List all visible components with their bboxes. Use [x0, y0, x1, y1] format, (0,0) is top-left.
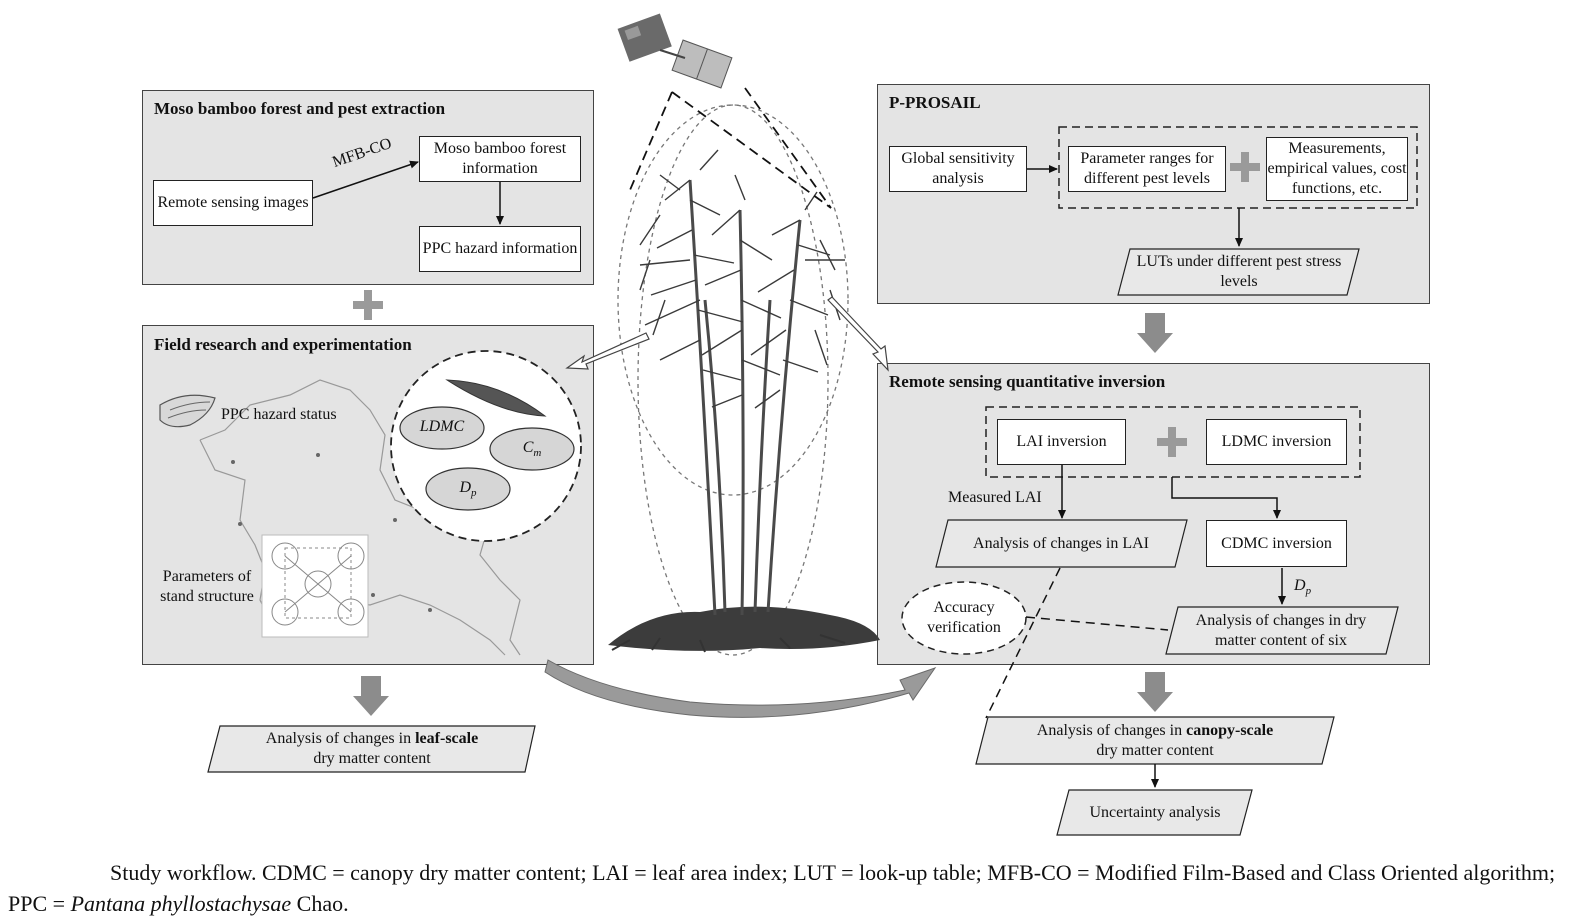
cdmc-inversion-label: CDMC inversion: [1221, 534, 1332, 552]
ldmc-ellipse: [399, 406, 485, 450]
plus-icon-prosail: [1230, 152, 1260, 182]
luts-label: LUTs under different pest stress levels: [1136, 253, 1342, 290]
uncertainty-label: Uncertainty analysis: [1089, 803, 1221, 821]
uncertainty-shape: [1056, 789, 1253, 836]
plot-layout-icon: [261, 534, 369, 638]
six-changes-label-wrap: Analysis of changes in dry matter conten…: [1175, 607, 1387, 654]
dp-subscript: p: [471, 487, 477, 500]
leaf-output-label: Analysis of changes in leaf-scale dry mat…: [266, 729, 478, 769]
dp-label: Dp: [426, 479, 510, 499]
down-arrow-inversion: [1137, 672, 1173, 712]
canopy-ellipses: [617, 104, 849, 656]
canopy-output-shape: [975, 716, 1335, 765]
canopy-output-post: dry matter content: [1096, 741, 1214, 759]
caption-species: Pantana phyllostachysae: [70, 891, 292, 916]
plus-icon-inversion: [1157, 427, 1187, 457]
mfbco-arrow: [312, 160, 419, 199]
cm-subscript: m: [533, 447, 542, 460]
ranges-box: Parameter ranges for different pest leve…: [1068, 146, 1226, 192]
canopy-output-label-wrap: Analysis of changes in canopy-scale dry m…: [986, 717, 1324, 764]
ppc-info-box: PPC hazard information: [419, 226, 581, 272]
lai-inversion-box: LAI inversion: [997, 419, 1126, 465]
remote-sensing-images-label: Remote sensing images: [157, 194, 309, 211]
dp-ellipse: [425, 467, 511, 511]
dp-symbol: D: [459, 479, 472, 496]
down-arrow-field: [353, 676, 389, 716]
cm-symbol: C: [522, 439, 534, 456]
measurements-box: Measurements, empirical values, cost fun…: [1266, 137, 1408, 201]
ppc-info-label: PPC hazard information: [422, 240, 578, 257]
uncertainty-label-wrap: Uncertainty analysis: [1065, 790, 1245, 835]
inversion-dp-symbol: D: [1294, 577, 1306, 594]
ldmc-inversion-box: LDMC inversion: [1206, 419, 1347, 465]
canopy-output-pre: Analysis of changes in: [1036, 721, 1187, 739]
insect-icon: [159, 394, 216, 428]
lai-changes-label-wrap: Analysis of changes in LAI: [945, 520, 1177, 567]
leaf-output-shape: [207, 725, 536, 773]
bamboo-foliage: [639, 149, 845, 409]
canopy-output-label: Analysis of changes in canopy-scale dry m…: [1037, 721, 1273, 761]
luts-label-wrap: LUTs under different pest stress levels: [1130, 249, 1348, 295]
leaf-icon: [445, 379, 547, 417]
cm-ellipse: [489, 427, 575, 471]
ldmc-to-cdmc-arrow: [1171, 477, 1281, 519]
forest-info-label: Moso bamboo forest information: [433, 140, 567, 177]
satellite-view-cone: [629, 87, 832, 209]
down-arrow-prosail: [1137, 313, 1173, 353]
stand-structure-label: Parameters of stand structure: [160, 568, 254, 605]
accuracy-ellipse: [901, 581, 1027, 655]
ppc-status-label: PPC hazard status: [221, 406, 337, 423]
inversion-dashed-group: [985, 406, 1361, 478]
hollow-arrow-to-inversion: [827, 296, 889, 372]
inversion-dp-subscript: p: [1305, 585, 1312, 598]
luts-shape: [1117, 248, 1360, 296]
leaf-output-label-wrap: Analysis of changes in leaf-scale dry mat…: [218, 726, 526, 772]
remote-sensing-images-box: Remote sensing images: [153, 180, 313, 226]
leaf-output-bold: leaf-scale: [415, 730, 479, 747]
ldmc-inversion-label: LDMC inversion: [1221, 433, 1332, 450]
region-map-dots: [231, 453, 432, 612]
sensitivity-label: Global sensitivity analysis: [901, 150, 1015, 187]
inversion-panel-title: Remote sensing quantitative inversion: [889, 372, 1166, 391]
cm-label: Cm: [490, 439, 574, 459]
lai-changes-label: Analysis of changes in LAI: [973, 534, 1149, 552]
lai-changes-shape: [935, 519, 1188, 568]
accuracy-label: Accuracy verification: [927, 599, 1001, 636]
lai-inversion-label: LAI inversion: [1016, 433, 1107, 450]
ranges-label: Parameter ranges for different pest leve…: [1080, 150, 1214, 187]
figure-caption: Study workflow. CDMC = canopy dry matter…: [8, 857, 1558, 919]
hollow-arrow-to-field: [565, 332, 650, 370]
inversion-dp-label: Dp: [1294, 576, 1311, 601]
bamboo-ground: [608, 606, 880, 653]
moso-panel-title: Moso bamboo forest and pest extraction: [154, 99, 446, 118]
leaf-output-pre: Analysis of changes in: [265, 730, 416, 747]
accuracy-label-wrap: Accuracy verification: [908, 598, 1020, 638]
caption-text: Study workflow. CDMC = canopy dry matter…: [8, 860, 1556, 916]
plus-icon-left: [353, 290, 383, 320]
prosail-panel-title: P-PROSAIL: [889, 93, 981, 112]
leaf-output-post: dry matter content: [313, 750, 431, 767]
satellite-icon: [617, 13, 733, 89]
bamboo-illustration: [688, 179, 802, 616]
measurements-label: Measurements, empirical values, cost fun…: [1267, 140, 1407, 197]
field-panel-title: Field research and experimentation: [154, 335, 412, 354]
caption-end: Chao.: [291, 891, 349, 916]
sensitivity-box: Global sensitivity analysis: [889, 146, 1027, 192]
six-changes-shape: [1165, 606, 1399, 655]
curved-connector-arrow: [544, 659, 937, 718]
lai-to-canopy-link: [985, 567, 1061, 719]
measured-lai-label: Measured LAI: [948, 489, 1042, 506]
canopy-output-bold: canopy-scale: [1186, 721, 1274, 739]
cdmc-inversion-box: CDMC inversion: [1206, 520, 1347, 567]
ldmc-label: LDMC: [419, 418, 465, 435]
accuracy-link: [1025, 616, 1169, 631]
forest-info-box: Moso bamboo forest information: [419, 136, 581, 182]
six-changes-label: Analysis of changes in dry matter conten…: [1195, 611, 1367, 649]
prosail-dashed-group: [1058, 126, 1418, 209]
